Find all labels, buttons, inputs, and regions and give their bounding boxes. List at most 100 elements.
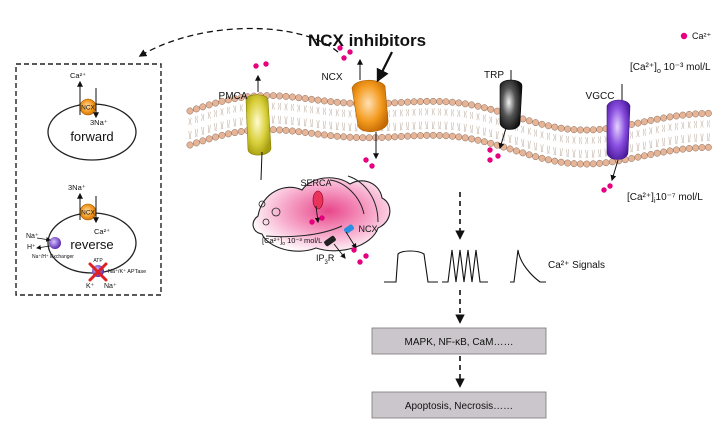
lipid-tail	[316, 107, 320, 115]
lipid-tail	[591, 149, 595, 158]
lipid-tail	[668, 136, 672, 145]
lipid-head	[308, 95, 316, 103]
lipid-tail	[444, 121, 448, 130]
legend-ion-dot	[680, 32, 688, 40]
lipid-head	[596, 125, 604, 133]
calcium-ion-dot	[263, 61, 269, 67]
lipid-tail	[322, 107, 326, 115]
lipid-head	[666, 147, 674, 155]
lipid-tail	[303, 118, 307, 127]
lipid-tail	[476, 126, 480, 135]
lipid-tail	[649, 140, 653, 149]
calcium-signal-traces: Ca²⁺ Signals	[384, 249, 605, 283]
lipid-tail	[418, 108, 422, 116]
ncx-label: NCX	[321, 72, 342, 83]
lipid-head	[276, 92, 284, 100]
lipid-head	[333, 98, 341, 106]
ip3r-main: IP	[316, 253, 325, 263]
lipid-head	[314, 130, 322, 138]
signal-transient	[510, 249, 546, 283]
lipid-tail	[598, 149, 602, 158]
inhibit-cross-b	[88, 262, 108, 282]
inside-concentration: [Ca²⁺]i10⁻⁷ mol/L	[627, 192, 703, 205]
trp-label: TRP	[484, 70, 504, 81]
lipid-head	[468, 101, 476, 109]
er-ncx-label: NCX	[358, 224, 377, 234]
lipid-head	[282, 92, 290, 100]
lipid-tail	[700, 133, 704, 142]
lipid-head	[672, 112, 680, 120]
lipid-tail	[655, 139, 659, 148]
out-conc-tail: 10⁻³ mol/L	[661, 62, 711, 73]
lipid-head	[461, 100, 469, 108]
lipid-tail	[694, 120, 698, 129]
lipid-tail	[444, 108, 448, 116]
lipid-head	[340, 99, 348, 107]
lipid-tail	[290, 116, 294, 125]
calcium-ion-dot	[347, 49, 353, 55]
out-conc-sub: o	[657, 68, 661, 75]
lipid-tail	[514, 136, 518, 145]
lipid-tail	[201, 126, 205, 135]
lipid-head	[576, 160, 584, 168]
lipid-head	[340, 133, 348, 141]
lipid-tail	[489, 129, 493, 138]
atp-label: ATP	[93, 258, 103, 264]
lipid-head	[436, 132, 444, 139]
lipid-head	[480, 104, 488, 112]
lipid-tail	[201, 113, 205, 121]
lipid-head	[660, 114, 668, 122]
vgcc-label: VGCC	[586, 91, 615, 102]
lipid-tail	[489, 116, 493, 124]
calcium-ion-dot	[487, 147, 493, 153]
lipid-head	[320, 97, 328, 105]
calcium-ion-dot	[369, 163, 375, 169]
lipid-tail	[482, 127, 486, 136]
lipid-tail	[655, 126, 659, 134]
lipid-head	[186, 141, 194, 149]
lipid-tail	[463, 123, 467, 132]
lipid-tail	[495, 118, 499, 126]
pmca-tether	[260, 151, 263, 181]
er-fold-b	[347, 175, 379, 223]
er-ncx-icon	[343, 224, 355, 234]
lipid-head	[544, 156, 552, 164]
lipid-tail	[412, 108, 416, 116]
nhe-na-arrow	[36, 237, 51, 242]
calcium-ion-dot	[319, 215, 325, 221]
calcium-ion-dot	[351, 247, 357, 253]
lipid-tail	[214, 123, 218, 132]
reverse-na-label: 3Na⁺	[68, 183, 86, 192]
lipid-head	[199, 137, 207, 145]
lipid-tail	[598, 136, 602, 144]
lipid-head	[493, 107, 501, 115]
in-conc-tail: 10⁻⁷ mol/L	[656, 192, 704, 203]
calcium-ion-dot	[495, 153, 501, 159]
lipid-head	[288, 127, 296, 135]
lipid-head	[391, 133, 399, 141]
lipid-head	[410, 98, 418, 106]
calcium-ion-dot	[363, 253, 369, 259]
lipid-head	[205, 101, 213, 109]
inset-frame	[15, 63, 162, 296]
lipid-tail	[438, 121, 442, 130]
lipid-head	[480, 138, 488, 146]
lipid-tail	[226, 119, 230, 128]
lipid-head	[346, 133, 354, 141]
lipid-tail	[399, 122, 403, 131]
lipid-head	[468, 135, 476, 143]
lipid-tail	[546, 132, 550, 140]
lipid-tail	[348, 123, 352, 132]
ip3r-arrow	[333, 243, 346, 259]
er-concentration: [Ca²⁺]o 10⁻³ mol/L	[262, 236, 322, 247]
lipid-tail	[694, 133, 698, 142]
lipid-tail	[278, 115, 282, 124]
lipid-tail	[342, 109, 346, 117]
lipid-head	[570, 126, 578, 134]
calcium-ion-dot	[337, 45, 343, 51]
lipid-head	[493, 141, 501, 149]
lipid-tail	[322, 120, 326, 129]
lipid-head	[301, 95, 309, 102]
lipid-tail	[284, 116, 288, 125]
serca-label: SERCA	[300, 178, 331, 188]
